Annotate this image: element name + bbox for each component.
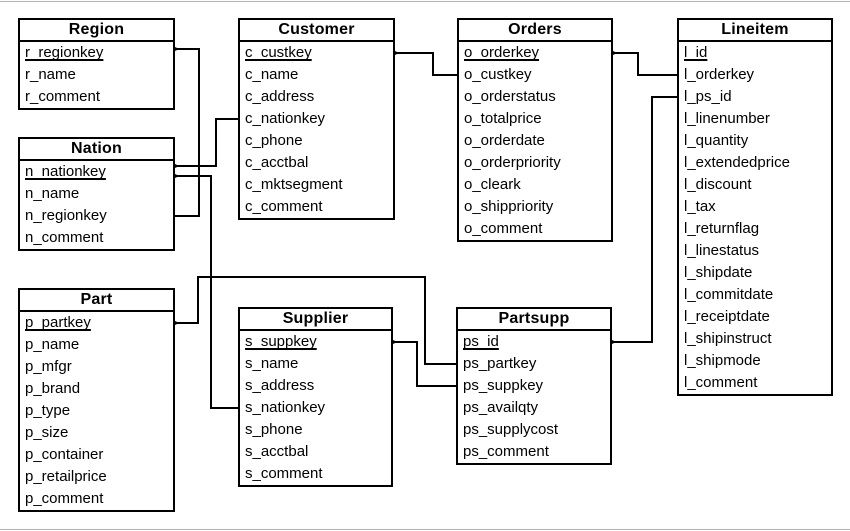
field-s_name: s_name — [245, 355, 299, 372]
table-supplier: Supplier s_suppkey s_name s_address s_natio… — [238, 307, 393, 487]
field-ps_comment: ps_comment — [463, 443, 549, 460]
field-l_id: l_id — [684, 44, 708, 61]
field-ps_suppkey: ps_suppkey — [463, 377, 544, 394]
fk-customer-c_nationkey--nation-n_nationkey — [177, 118, 238, 166]
table-field-list: o_orderkey o_custkey o_orderstatus o_totalp… — [459, 42, 611, 240]
fk-partsupp-ps_suppkey--supplier-s_suppkey — [395, 342, 456, 387]
field-p_size: p_size — [25, 424, 69, 441]
field-ps_id: ps_id — [463, 333, 499, 350]
field-l_comment: l_comment — [684, 374, 758, 391]
field-c_nationkey: c_nationkey — [245, 110, 326, 127]
fk-orders-o_custkey--customer-c_custkey — [397, 53, 457, 76]
table-title: Part — [20, 290, 173, 312]
table-region: Region r_regionkey r_name r_comment — [18, 18, 175, 110]
field-o_cleark: o_cleark — [464, 176, 521, 193]
field-p_comment: p_comment — [25, 490, 104, 507]
field-n_name: n_name — [25, 185, 80, 202]
field-c_address: c_address — [245, 88, 315, 105]
field-n_comment: n_comment — [25, 229, 104, 246]
field-o_shippriority: o_shippriority — [464, 198, 554, 215]
fk-nation-n_regionkey--region-r_regionkey — [175, 49, 200, 217]
figure-top-edge-line — [0, 1, 850, 2]
field-o_custkey: o_custkey — [464, 66, 532, 83]
field-c_name: c_name — [245, 66, 299, 83]
figure-bottom-edge-line — [0, 529, 850, 530]
table-customer: Customer c_custkey c_name c_address c_natio… — [238, 18, 395, 220]
field-l_linestatus: l_linestatus — [684, 242, 760, 259]
table-field-list: ps_id ps_partkey ps_suppkey ps_availqty ps_s… — [458, 331, 610, 463]
field-p_retailprice: p_retailprice — [25, 468, 107, 485]
field-c_mktsegment: c_mktsegment — [245, 176, 343, 193]
field-p_type: p_type — [25, 402, 71, 419]
fk-lineitem-l_ps_id--partsupp-ps_id — [614, 96, 677, 342]
field-ps_partkey: ps_partkey — [463, 355, 537, 372]
table-field-list: l_id l_orderkey l_ps_id l_linenumber l_quant… — [679, 42, 831, 394]
field-l_discount: l_discount — [684, 176, 752, 193]
field-o_totalprice: o_totalprice — [464, 110, 542, 127]
table-title: Region — [20, 20, 173, 42]
field-ps_availqty: ps_availqty — [463, 399, 539, 416]
field-s_acctbal: s_acctbal — [245, 443, 309, 460]
field-p_partkey: p_partkey — [25, 314, 91, 331]
field-l_shipmode: l_shipmode — [684, 352, 761, 369]
field-s_nationkey: s_nationkey — [245, 399, 326, 416]
field-l_tax: l_tax — [684, 198, 716, 215]
field-r_comment: r_comment — [25, 88, 101, 105]
field-n_regionkey: n_regionkey — [25, 207, 107, 224]
table-title: Supplier — [240, 309, 391, 331]
field-c_custkey: c_custkey — [245, 44, 312, 61]
field-l_ps_id: l_ps_id — [684, 88, 732, 105]
fk-lineitem-l_orderkey--orders-o_orderkey — [615, 53, 677, 76]
fk-supplier-s_nationkey--nation-n_nationkey — [177, 176, 238, 409]
field-n_nationkey: n_nationkey — [25, 163, 106, 180]
table-field-list: r_regionkey r_name r_comment — [20, 42, 173, 108]
table-partsupp: Partsupp ps_id ps_partkey ps_suppkey ps_ava… — [456, 307, 612, 465]
field-o_comment: o_comment — [464, 220, 543, 237]
table-field-list: n_nationkey n_name n_regionkey n_comment — [20, 161, 173, 249]
field-l_shipdate: l_shipdate — [684, 264, 753, 281]
field-s_phone: s_phone — [245, 421, 303, 438]
field-o_orderdate: o_orderdate — [464, 132, 545, 149]
table-field-list: s_suppkey s_name s_address s_nationkey s_pho… — [240, 331, 391, 485]
table-field-list: c_custkey c_name c_address c_nationkey c_pho… — [240, 42, 393, 218]
table-title: Nation — [20, 139, 173, 161]
field-l_commitdate: l_commitdate — [684, 286, 774, 303]
field-p_container: p_container — [25, 446, 104, 463]
fk-partsupp-ps_partkey--part-p_partkey — [177, 276, 456, 365]
field-p_name: p_name — [25, 336, 80, 353]
field-l_receiptdate: l_receiptdate — [684, 308, 770, 325]
field-l_orderkey: l_orderkey — [684, 66, 755, 83]
table-nation: Nation n_nationkey n_name n_regionkey n_com… — [18, 137, 175, 251]
field-o_orderstatus: o_orderstatus — [464, 88, 556, 105]
field-l_extendedprice: l_extendedprice — [684, 154, 790, 171]
field-l_shipinstruct: l_shipinstruct — [684, 330, 772, 347]
table-title: Orders — [459, 20, 611, 42]
field-l_quantity: l_quantity — [684, 132, 749, 149]
field-c_comment: c_comment — [245, 198, 323, 215]
field-s_address: s_address — [245, 377, 315, 394]
field-ps_supplycost: ps_supplycost — [463, 421, 559, 438]
table-title: Lineitem — [679, 20, 831, 42]
table-field-list: p_partkey p_name p_mfgr p_brand p_type p_size… — [20, 312, 173, 510]
field-c_phone: c_phone — [245, 132, 303, 149]
field-s_comment: s_comment — [245, 465, 323, 482]
field-o_orderpriority: o_orderpriority — [464, 154, 561, 171]
field-p_mfgr: p_mfgr — [25, 358, 72, 375]
field-r_name: r_name — [25, 66, 76, 83]
field-o_orderkey: o_orderkey — [464, 44, 540, 61]
field-l_returnflag: l_returnflag — [684, 220, 760, 237]
field-l_linenumber: l_linenumber — [684, 110, 770, 127]
table-lineitem: Lineitem l_id l_orderkey l_ps_id l_linenumb… — [677, 18, 833, 396]
field-c_acctbal: c_acctbal — [245, 154, 309, 171]
table-title: Customer — [240, 20, 393, 42]
field-s_suppkey: s_suppkey — [245, 333, 317, 350]
table-title: Partsupp — [458, 309, 610, 331]
field-r_regionkey: r_regionkey — [25, 44, 104, 61]
field-p_brand: p_brand — [25, 380, 81, 397]
